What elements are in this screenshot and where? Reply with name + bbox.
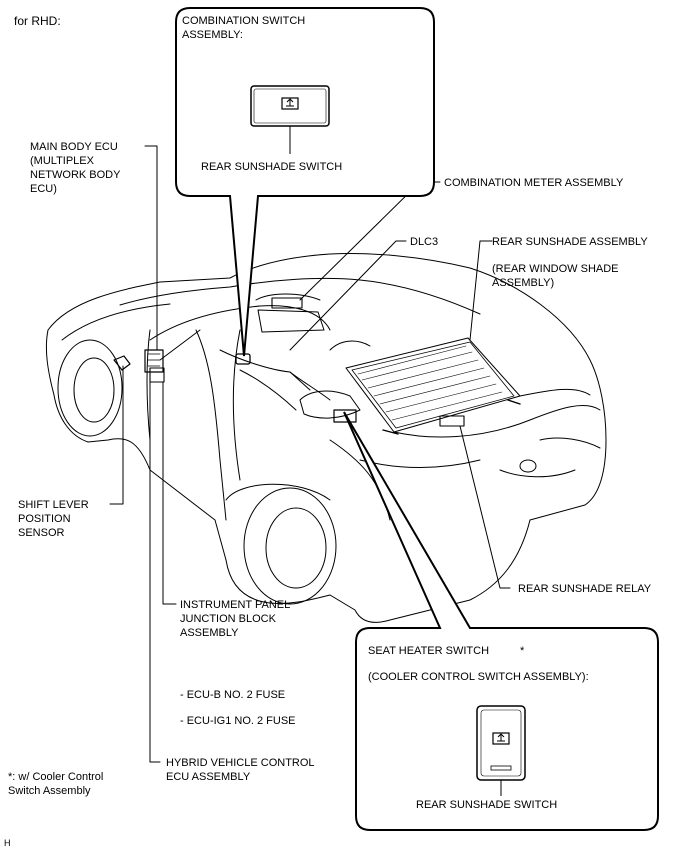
seat-heater-title: SEAT HEATER SWITCH (368, 645, 490, 657)
shift-lever-label-1: SHIFT LEVER (18, 499, 89, 511)
region-label: for RHD: (14, 14, 61, 28)
hybrid-ecu-label-1: HYBRID VEHICLE CONTROL (166, 757, 315, 769)
cooler-control-switch-icon (476, 705, 526, 781)
main-body-ecu-label-2: (MULTIPLEX (30, 155, 94, 167)
main-body-ecu-part (144, 349, 164, 373)
combination-switch-title-2: ASSEMBLY: (182, 29, 243, 41)
footnote-line-1: *: w/ Cooler Control (8, 771, 104, 783)
rear-sunshade-relay-label: REAR SUNSHADE RELAY (518, 583, 652, 595)
main-body-ecu-label-1: MAIN BODY ECU (30, 141, 118, 153)
shift-lever-part (113, 355, 131, 371)
rear-sunshade-assembly-label-1: REAR SUNSHADE ASSEMBLY (492, 236, 648, 248)
instrument-panel-jb-part (149, 367, 165, 383)
car-body-outline (45, 253, 607, 623)
main-body-ecu-label-4: ECU) (30, 183, 57, 195)
combination-meter-label: COMBINATION METER ASSEMBLY (444, 177, 624, 189)
combination-switch-caption: REAR SUNSHADE SWITCH (201, 161, 343, 173)
rear-sunshade-assembly-label-3: ASSEMBLY) (492, 277, 555, 289)
rear-wheel (243, 487, 337, 605)
corner-mark: H (4, 838, 11, 848)
seat-heater-asterisk: * (520, 645, 525, 657)
shift-lever-label-2: POSITION (18, 513, 71, 525)
footnote-line-2: Switch Assembly (8, 785, 91, 797)
main-body-ecu-label-3: NETWORK BODY (30, 169, 121, 181)
fuse-label-2: - ECU-IG1 NO. 2 FUSE (180, 715, 296, 727)
front-wheel (57, 339, 123, 437)
instrument-panel-label-3: ASSEMBLY (180, 627, 239, 639)
seat-heater-switch-caption: REAR SUNSHADE SWITCH (416, 799, 558, 811)
instrument-panel-label-2: JUNCTION BLOCK (180, 613, 276, 625)
seat-heater-switch-part (333, 409, 357, 423)
seat-heater-subtitle: (COOLER CONTROL SWITCH ASSEMBLY): (368, 671, 589, 683)
rear-sunshade-assembly-label-2: (REAR WINDOW SHADE (492, 263, 619, 275)
combination-meter-part (271, 297, 303, 309)
shift-lever-label-3: SENSOR (18, 527, 65, 539)
fuse-label-1: - ECU-B NO. 2 FUSE (180, 689, 286, 701)
rear-sunshade-relay-part (439, 415, 465, 427)
instrument-panel-label-1: INSTRUMENT PANEL (180, 599, 291, 611)
dlc3-label: DLC3 (410, 236, 439, 248)
hybrid-ecu-label-2: ECU ASSEMBLY (166, 771, 251, 783)
combination-switch-title-1: COMBINATION SWITCH (182, 15, 306, 27)
combination-switch-callout-box (175, 7, 435, 357)
seat-heater-callout-box (343, 411, 659, 831)
